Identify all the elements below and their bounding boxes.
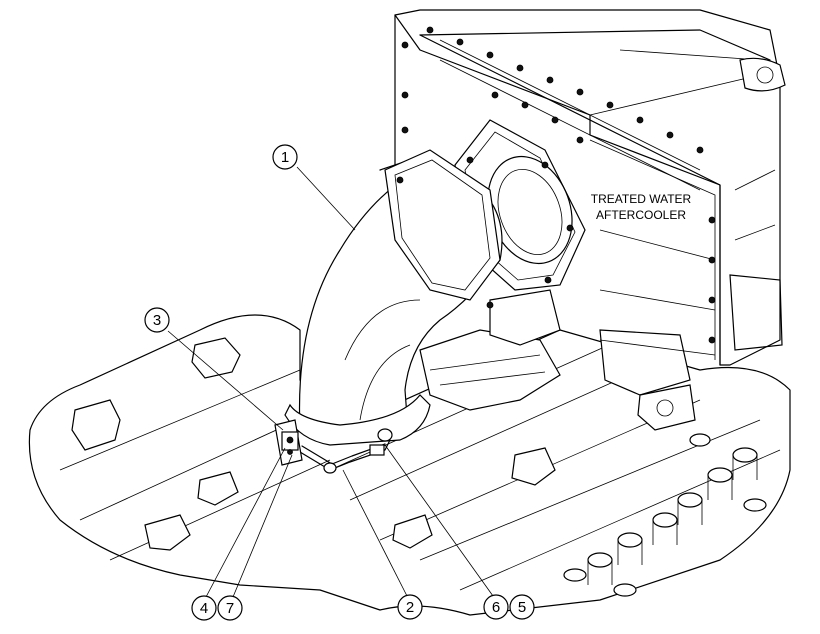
engine-block — [28, 274, 791, 616]
callout-1: 1 — [272, 144, 298, 170]
aftercooler-label: TREATED WATER AFTERCOOLER — [591, 192, 692, 222]
callout-7-number: 7 — [226, 600, 234, 617]
label-line-1: TREATED WATER — [591, 192, 692, 206]
callout-4: 4 — [191, 595, 217, 621]
leader-lines — [167, 166, 494, 598]
callout-2: 2 — [397, 594, 423, 620]
callout-1-number: 1 — [281, 149, 289, 166]
callout-7: 7 — [217, 595, 243, 621]
callout-3-number: 3 — [153, 312, 161, 329]
callout-5: 5 — [509, 594, 535, 620]
elbow-item-1 — [284, 119, 586, 446]
valve-springs — [563, 433, 767, 597]
callout-6-number: 6 — [492, 599, 500, 616]
callout-5-number: 5 — [518, 599, 526, 616]
callout-4-number: 4 — [200, 600, 208, 617]
callout-6: 6 — [483, 594, 509, 620]
aftercooler-housing — [394, 9, 786, 366]
callout-3: 3 — [144, 307, 170, 333]
callout-2-number: 2 — [406, 599, 414, 616]
label-line-2: AFTERCOOLER — [596, 208, 686, 222]
